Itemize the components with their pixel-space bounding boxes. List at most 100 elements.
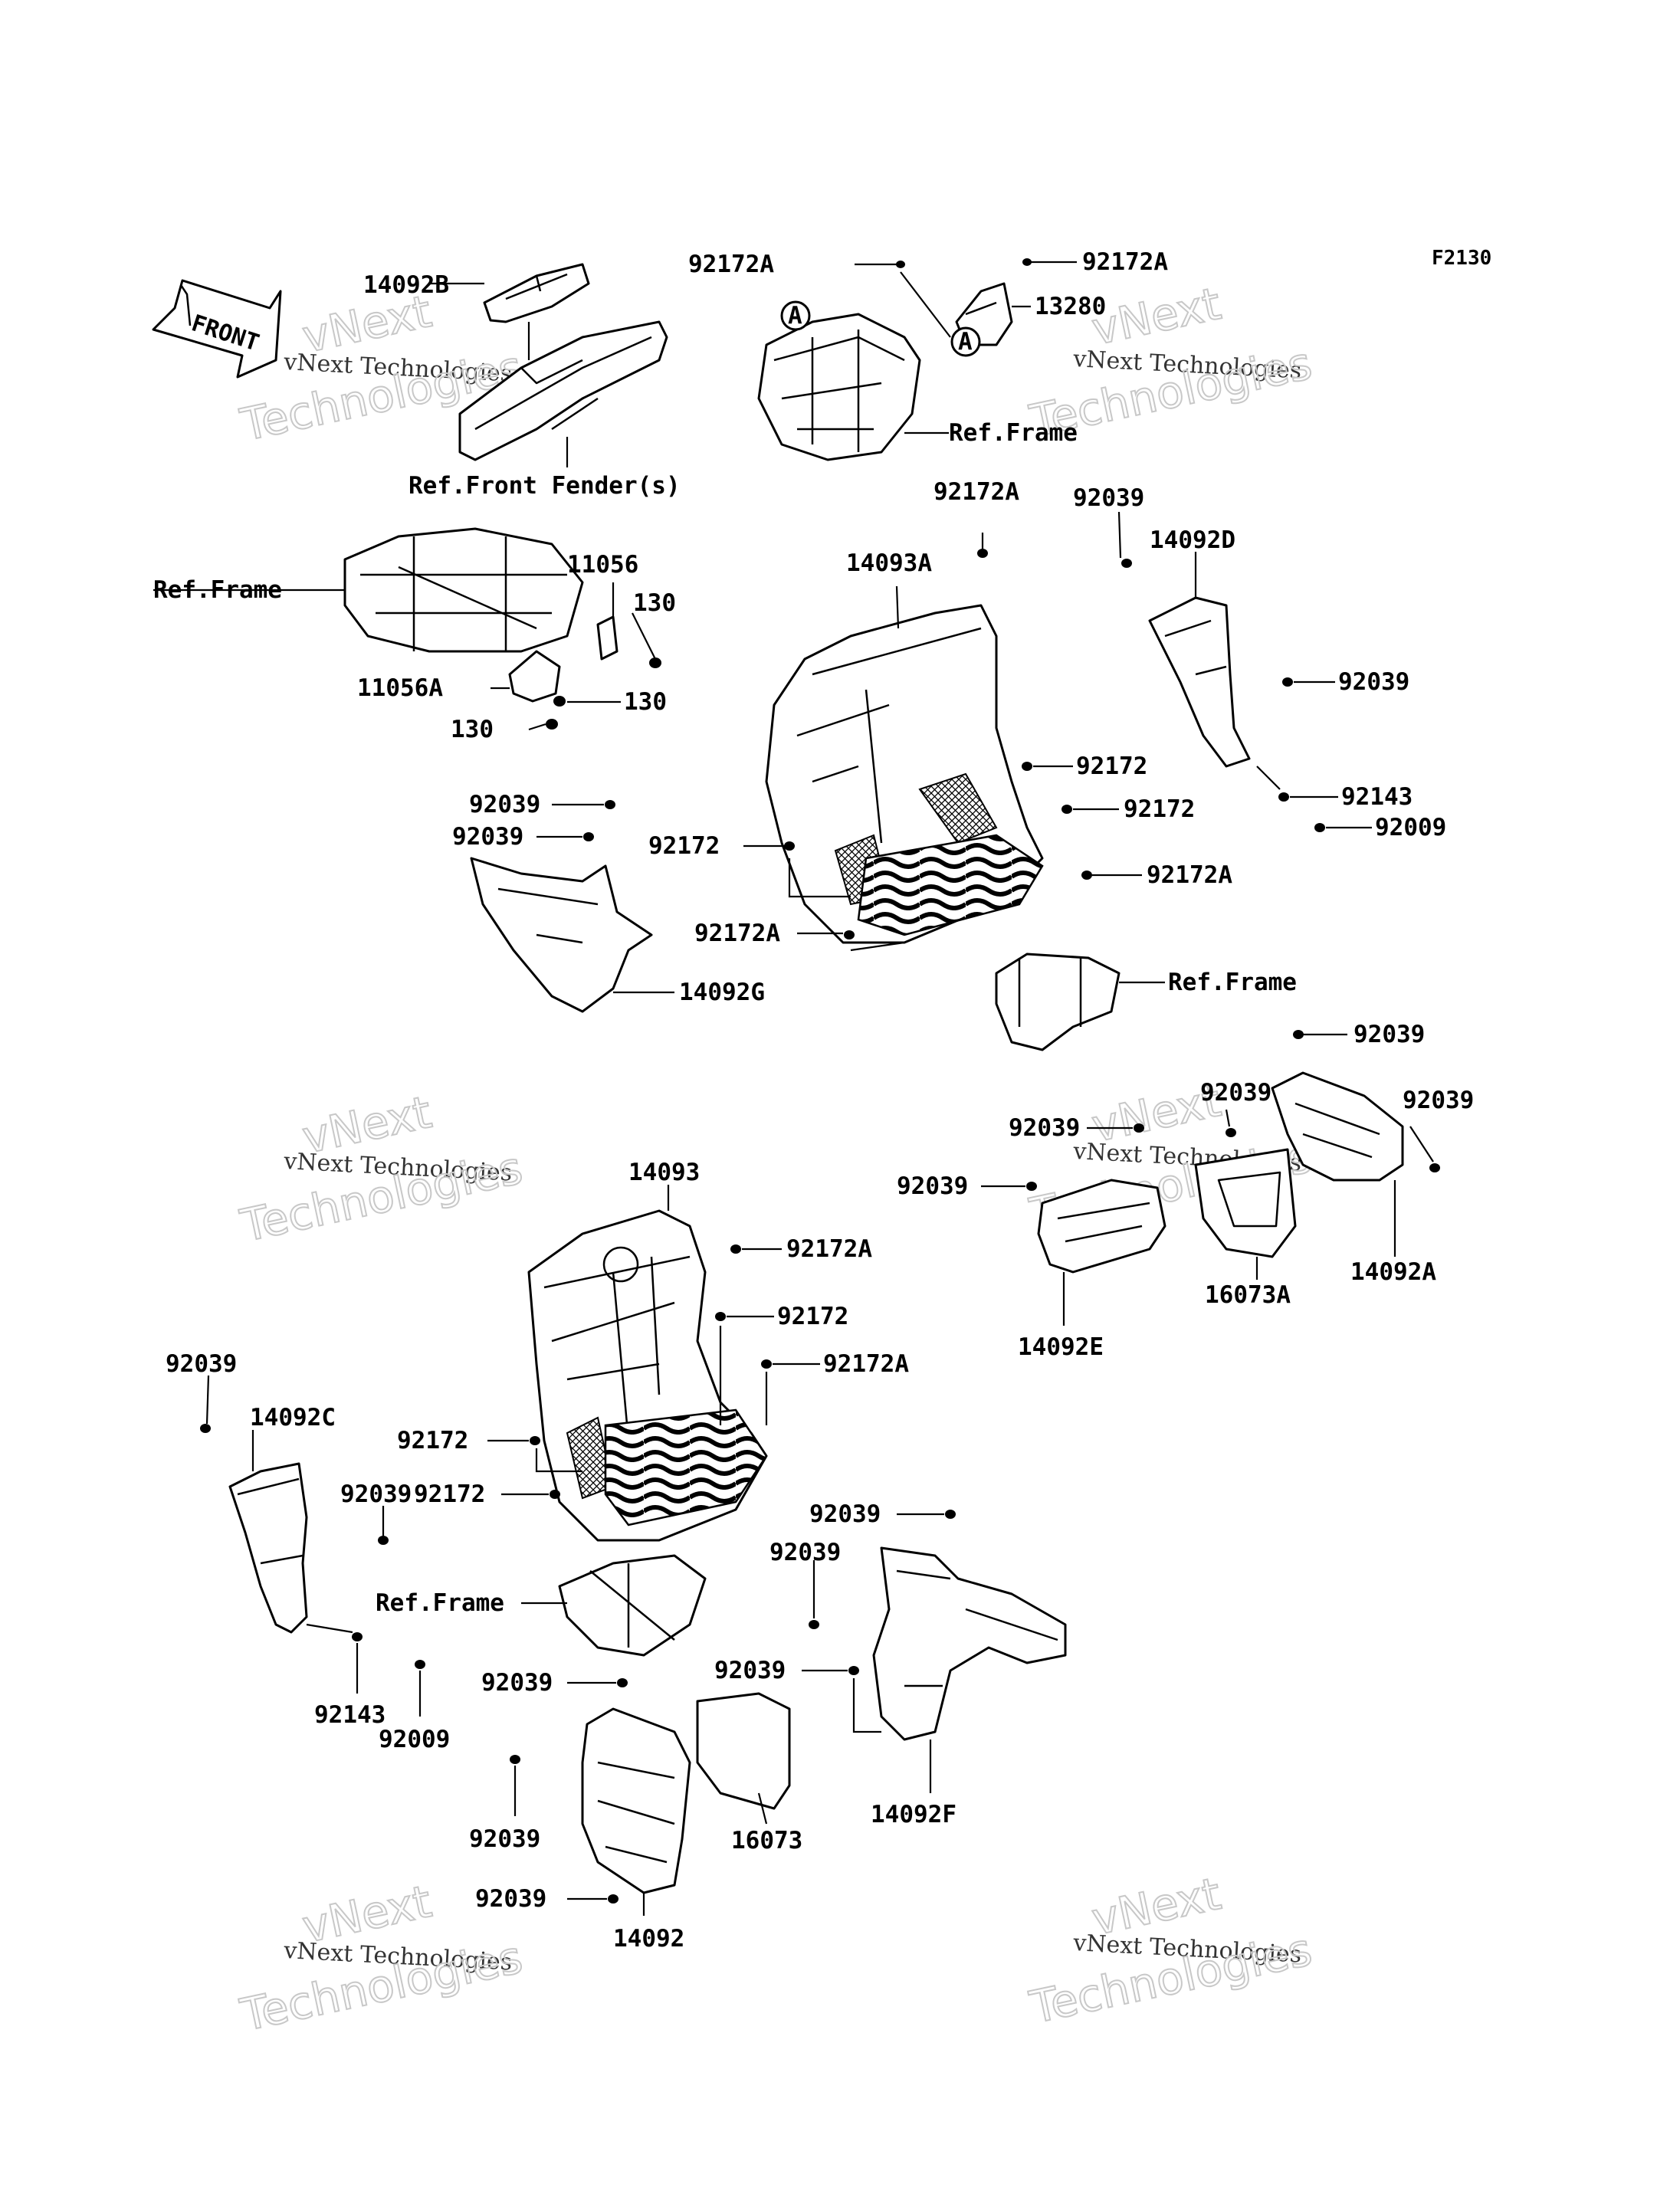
bolt-92039-14	[848, 1666, 859, 1675]
label-92039-5: 92039	[1354, 1021, 1425, 1048]
label-ref-frame-3: Ref.Frame	[1168, 969, 1297, 996]
watermark-brand: vNext	[1088, 277, 1226, 356]
label-16073: 16073	[731, 1827, 802, 1854]
label-11056A: 11056A	[357, 674, 443, 702]
bolt-92172-3	[784, 841, 795, 851]
label-92172-3: 92172	[648, 832, 720, 860]
label-92172A-1: 92172A	[688, 251, 774, 278]
label-92039-12: 92039	[809, 1500, 881, 1528]
label-92039-2: 92039	[1338, 668, 1409, 696]
label-92009-2: 92009	[379, 1726, 450, 1753]
bolt-130-2	[553, 696, 566, 707]
label-92039-4: 92039	[452, 823, 523, 851]
bolt-92039-16	[510, 1755, 520, 1764]
label-130-3: 130	[451, 716, 494, 743]
bolt-92039-1	[1121, 559, 1132, 568]
label-ref-frame-1: Ref.Frame	[949, 419, 1078, 447]
bolt-92039-9	[1026, 1182, 1037, 1191]
label-92172-2: 92172	[1124, 795, 1195, 823]
part-14092B	[483, 263, 590, 323]
bolt-92039-2	[1282, 677, 1293, 687]
front-arrow: FRONT	[152, 279, 282, 379]
label-92143-1: 92143	[1341, 783, 1413, 811]
part-16073	[696, 1692, 791, 1810]
callout-A-1	[780, 300, 811, 331]
label-92039-6: 92039	[1200, 1079, 1271, 1107]
ref-frame-left	[343, 527, 584, 653]
part-14092A	[1271, 1071, 1404, 1182]
label-16073A: 16073A	[1205, 1281, 1291, 1309]
bolt-92172-6	[550, 1490, 560, 1499]
part-14092F	[872, 1546, 1067, 1741]
label-14092: 14092	[613, 1925, 684, 1953]
label-ref-front-fender: Ref.Front Fender(s)	[409, 472, 681, 500]
label-92039-3: 92039	[469, 791, 540, 818]
ref-frame-mid	[995, 953, 1121, 1051]
label-92172A-3: 92172A	[934, 478, 1019, 506]
label-ref-frame-4: Ref.Frame	[376, 1589, 504, 1617]
part-14092C	[228, 1462, 308, 1634]
ref-frame-top	[757, 313, 921, 461]
part-14093	[527, 1209, 768, 1542]
bolt-92143-2	[352, 1632, 363, 1641]
label-92039-17: 92039	[475, 1885, 546, 1913]
bolt-92172-2	[1061, 805, 1072, 814]
label-130-1: 130	[633, 589, 676, 617]
bolt-92039-10	[200, 1424, 211, 1433]
bolt-92172A-4	[1081, 871, 1092, 880]
part-14092D	[1148, 596, 1251, 768]
bolt-92039-17	[608, 1894, 619, 1904]
label-92143-2: 92143	[314, 1701, 386, 1729]
bolt-92039-15	[617, 1678, 628, 1687]
part-11056	[596, 615, 619, 661]
bolt-92172A-2	[1022, 258, 1032, 266]
bolt-92039-12	[945, 1510, 956, 1519]
bolt-130-1	[649, 657, 661, 668]
bolt-92039-4	[583, 832, 594, 841]
label-92172A-2: 92172A	[1082, 248, 1168, 276]
label-92039-15: 92039	[481, 1669, 553, 1697]
part-14092	[581, 1707, 691, 1894]
label-92039-13: 92039	[769, 1539, 841, 1566]
label-92172-6: 92172	[414, 1481, 485, 1508]
bolt-92039-5	[1293, 1030, 1304, 1039]
label-92172-5: 92172	[397, 1427, 468, 1454]
label-92172A-5: 92172A	[694, 920, 780, 947]
bolt-92172A-7	[761, 1359, 772, 1369]
bolt-92039-6	[1226, 1128, 1236, 1137]
watermark-top-right: vNext vNext Technologies Technologies	[1025, 277, 1317, 448]
label-14092A: 14092A	[1350, 1258, 1436, 1286]
label-92172A-7: 92172A	[823, 1350, 909, 1378]
label-14092D: 14092D	[1150, 526, 1235, 554]
label-92039-7: 92039	[1009, 1114, 1080, 1142]
bolt-92143-1	[1278, 792, 1289, 802]
bolt-92172A-3	[977, 549, 988, 558]
label-92039-8: 92039	[1403, 1087, 1474, 1114]
bolt-130-3	[546, 719, 558, 730]
label-92039-1: 92039	[1073, 484, 1144, 512]
label-14093: 14093	[628, 1159, 700, 1186]
bolt-92172A-5	[844, 930, 855, 939]
label-130-2: 130	[624, 688, 667, 716]
bolt-92039-11	[378, 1536, 389, 1545]
label-14093A: 14093A	[846, 549, 932, 577]
label-92039-16: 92039	[469, 1825, 540, 1853]
label-92039-11: 92039	[340, 1481, 412, 1508]
bolt-92039-3	[605, 800, 615, 809]
label-92039-14: 92039	[714, 1657, 786, 1684]
bolt-92172A-6	[730, 1244, 741, 1254]
watermark-middle-left: vNext vNext Technologies Technologies	[235, 1085, 528, 1253]
label-92172-1: 92172	[1076, 753, 1147, 780]
label-92039-10: 92039	[166, 1350, 237, 1378]
label-14092C: 14092C	[250, 1404, 336, 1431]
label-92172-4: 92172	[777, 1303, 848, 1330]
part-16073A	[1194, 1148, 1297, 1258]
part-14092G	[470, 857, 653, 1013]
bolt-92172A-1	[896, 261, 905, 268]
bolt-92039-13	[809, 1620, 819, 1629]
label-14092B: 14092B	[363, 271, 449, 299]
label-92009-1: 92009	[1375, 814, 1446, 841]
part-11056A	[508, 650, 561, 703]
label-14092E: 14092E	[1018, 1333, 1104, 1361]
label-11056: 11056	[567, 551, 638, 579]
